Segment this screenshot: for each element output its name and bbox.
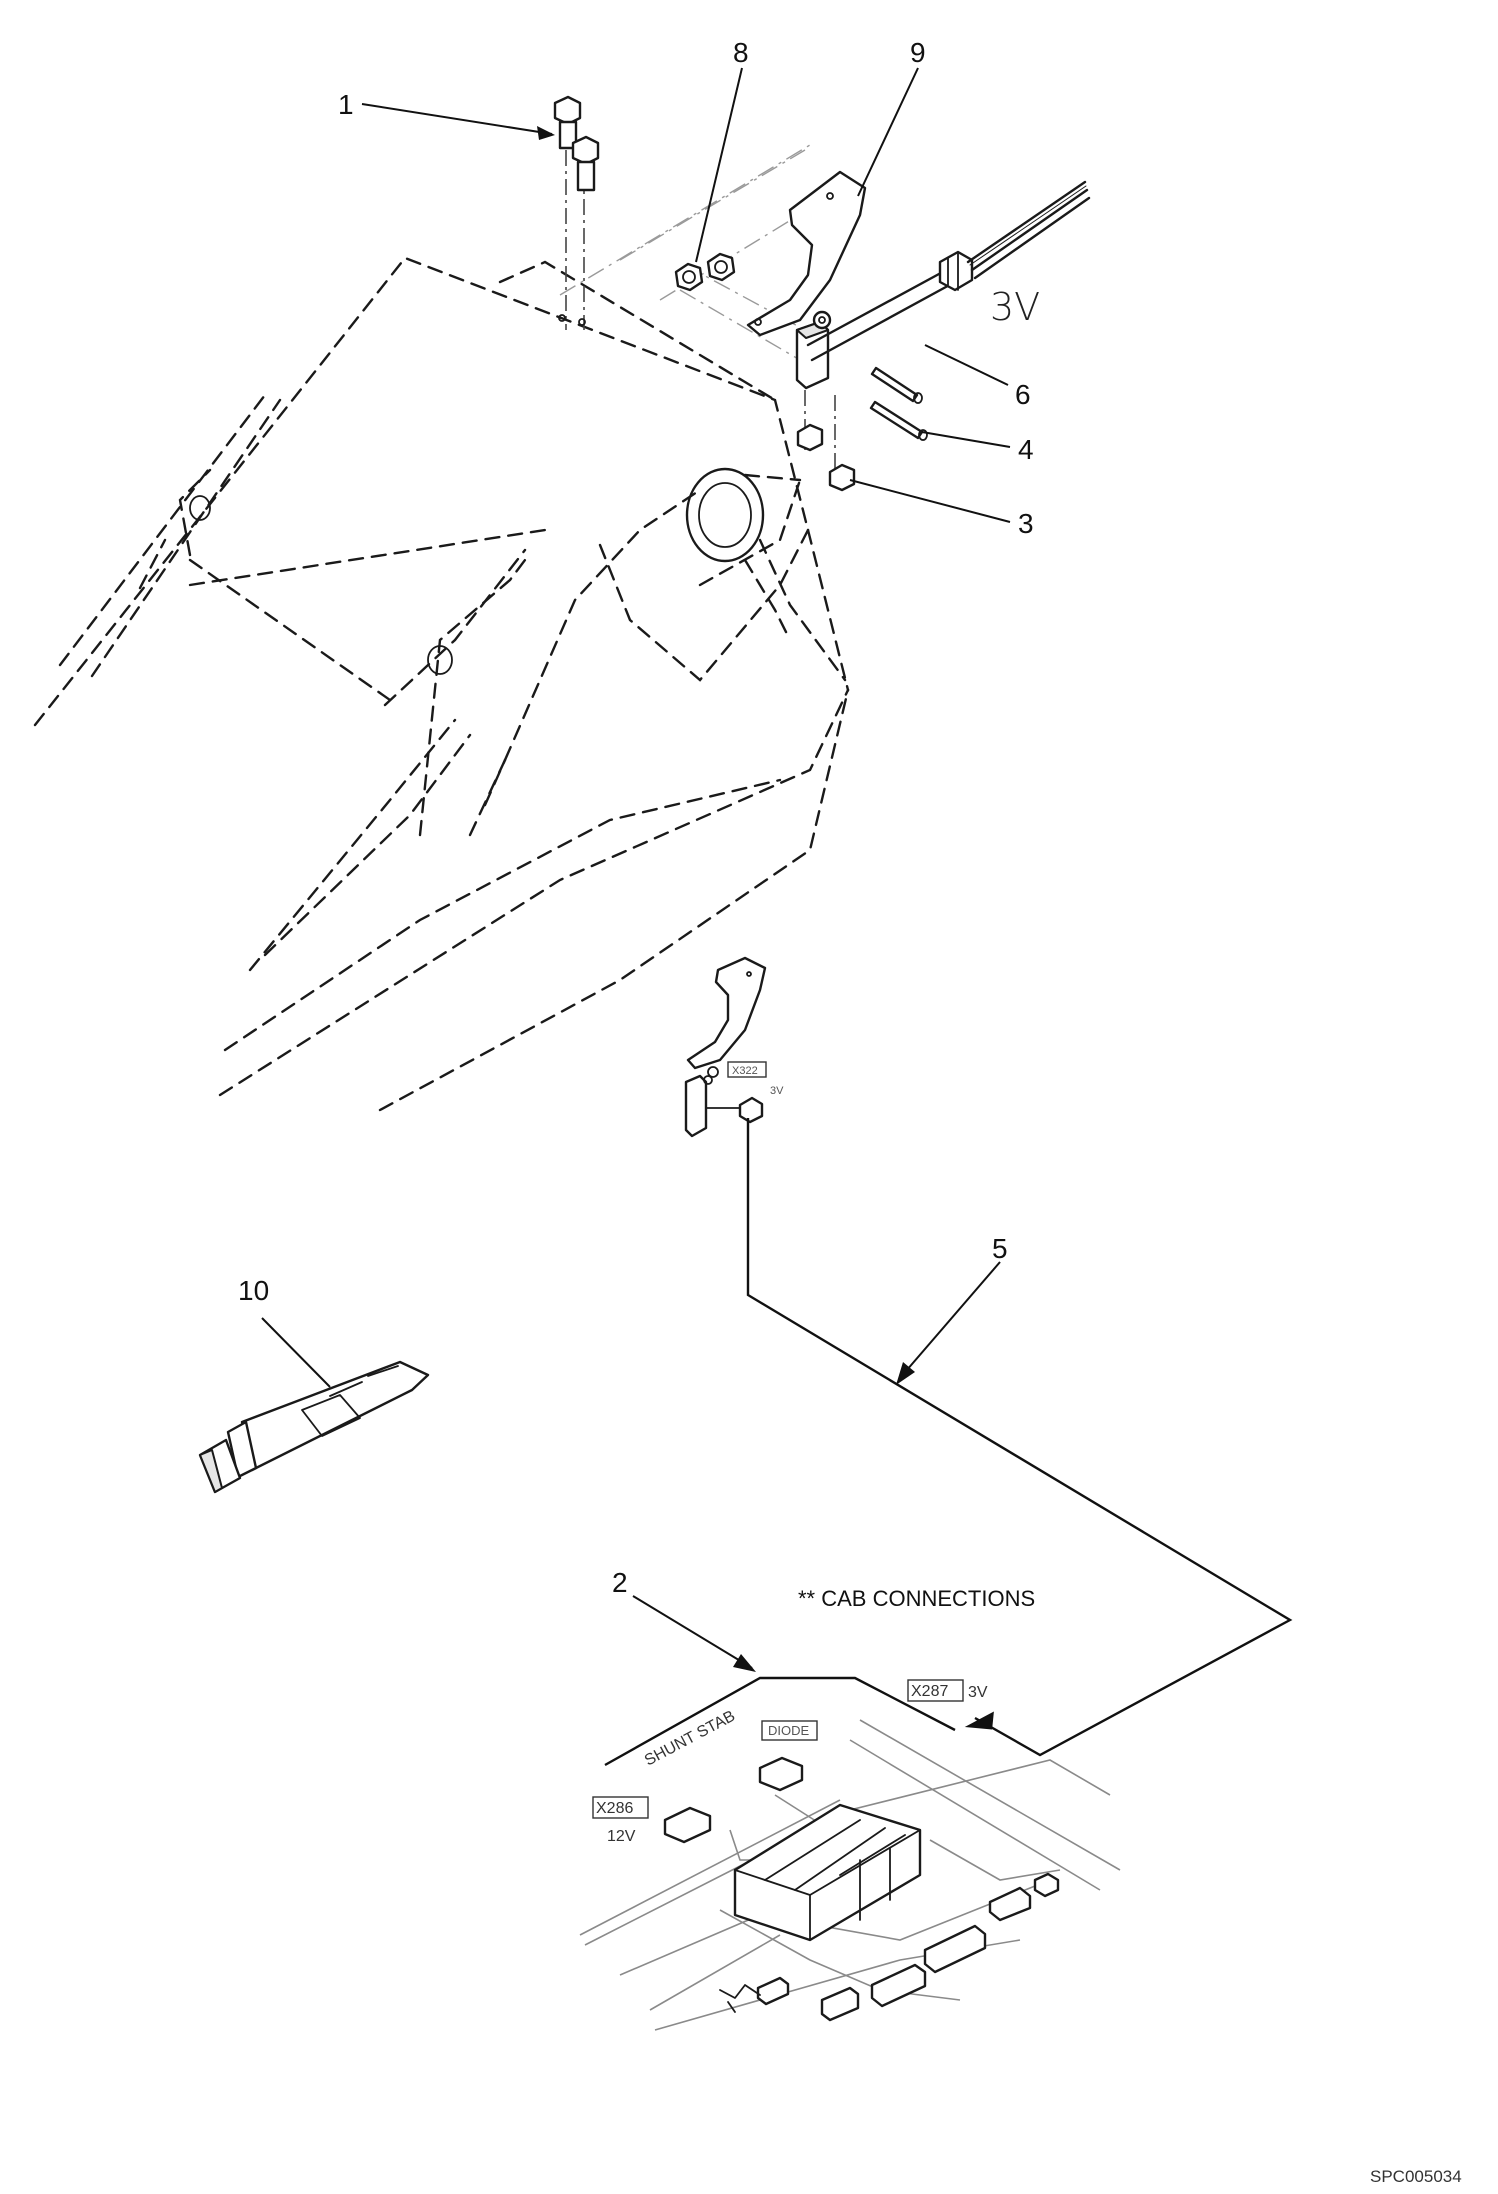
- tube-part-10: [198, 1317, 430, 1494]
- screw-part-4: [869, 366, 928, 441]
- callout-4: 4: [1018, 434, 1034, 465]
- voltage-label-top: 3V: [990, 285, 1040, 329]
- callout-10: 10: [238, 1275, 269, 1306]
- leader-lines-top: [361, 67, 1011, 523]
- x322-voltage: 3V: [770, 1085, 784, 1097]
- switch-part-6: [795, 180, 1091, 390]
- cab-harness-part-2: [579, 1595, 1121, 2031]
- callout-1: 1: [338, 89, 354, 120]
- x287-label: X287: [911, 1683, 948, 1700]
- drawing-id: SPC005034: [1370, 2167, 1462, 2186]
- switch-assembly-small: [684, 956, 767, 1138]
- callout-9: 9: [910, 37, 926, 68]
- nut-part-3: [796, 423, 856, 492]
- bracket-part-9: [746, 170, 867, 337]
- callout-6: 6: [1015, 379, 1031, 410]
- nut-part-8: [674, 252, 736, 292]
- bolt-part-1: [553, 95, 600, 326]
- x286-label: X286: [596, 1800, 633, 1817]
- callout-2: 2: [612, 1567, 628, 1598]
- callout-8: 8: [733, 37, 749, 68]
- callout-3: 3: [1018, 508, 1034, 539]
- x287-voltage: 3V: [968, 1684, 988, 1701]
- cab-connections-label: ** CAB CONNECTIONS: [798, 1586, 1035, 1611]
- loader-arm-phantom: [33, 256, 850, 1112]
- diode-label: DIODE: [768, 1723, 810, 1738]
- x286-voltage: 12V: [607, 1828, 636, 1845]
- x322-label: X322: [732, 1065, 758, 1077]
- callout-5: 5: [992, 1233, 1008, 1264]
- wire-part-5: [746, 1118, 1293, 1757]
